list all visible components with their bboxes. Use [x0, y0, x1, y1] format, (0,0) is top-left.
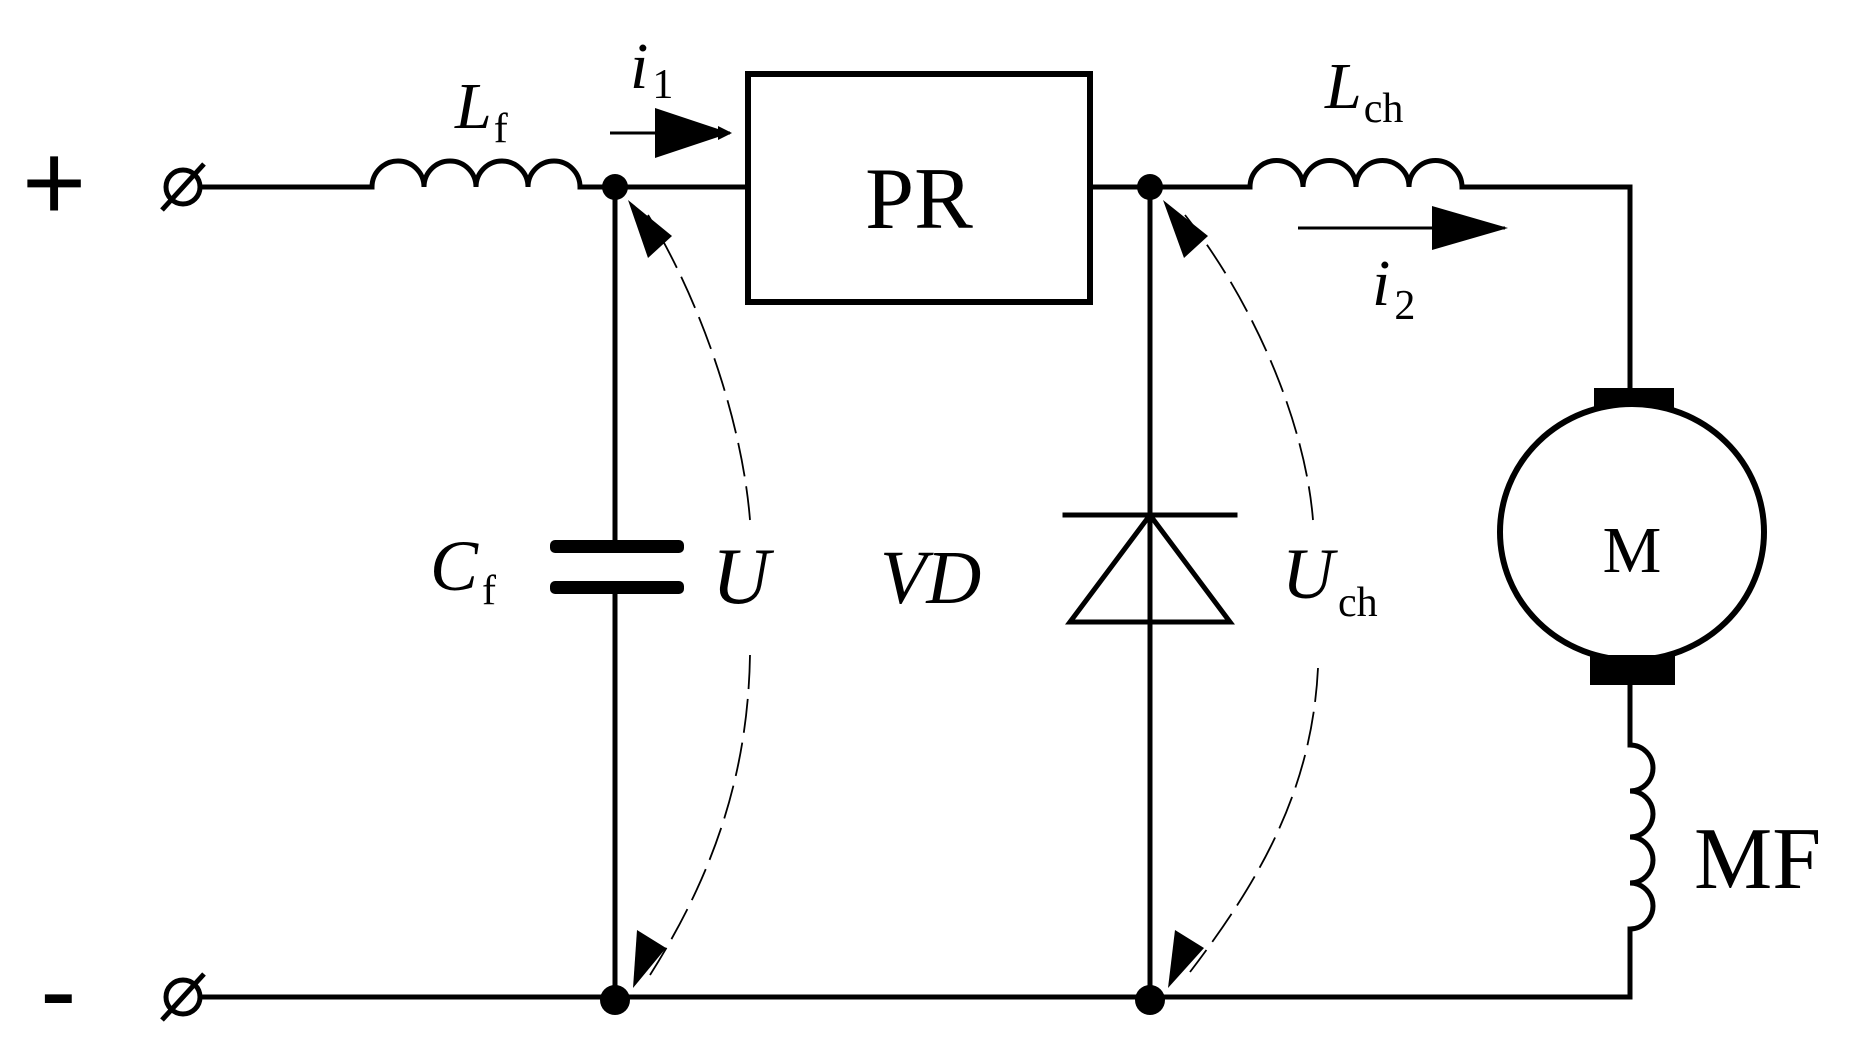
voltage-uch-label: Uch: [1282, 534, 1378, 626]
current-i2-arrowhead: [1432, 206, 1508, 250]
voltage-uch-upper-arrowhead: [1163, 200, 1208, 258]
choke-coil: [1247, 158, 1465, 190]
negative-terminal-sign: -: [40, 929, 77, 1043]
voltage-u-upper-arrowhead: [628, 200, 672, 258]
voltage-uch-lower-arrowhead: [1168, 930, 1204, 988]
junction-node: [1137, 174, 1163, 200]
voltage-uch-upper-arc: [1184, 214, 1314, 521]
capacitor-plate-top: [550, 540, 684, 553]
field-winding-label: MF: [1694, 811, 1821, 908]
current-i1-label: i1: [630, 30, 673, 108]
choke-label: Lch: [1324, 50, 1403, 132]
capacitor-plate-bottom: [550, 581, 684, 594]
voltage-u-lower-arc: [649, 654, 751, 976]
filter-inductor-coil: [369, 158, 583, 190]
current-i1-arrowhead: [655, 108, 730, 158]
bottom-rail-wire: [197, 927, 1633, 1000]
diode-label: VD: [880, 536, 981, 620]
voltage-u-upper-arc: [647, 214, 751, 521]
motor-bottom-brush: [1590, 655, 1675, 685]
regulator-box: [745, 71, 1093, 305]
top-wire-to-motor: [1459, 184, 1633, 398]
filter-inductor-label: Lf: [454, 70, 508, 152]
junction-node: [1135, 985, 1165, 1015]
voltage-u-lower-arrowhead: [633, 930, 666, 988]
voltage-u-label: U: [712, 533, 775, 621]
junction-node: [600, 985, 630, 1015]
junction-node: [602, 174, 628, 200]
current-i2-label: i2: [1372, 247, 1415, 329]
positive-terminal-sign: +: [22, 121, 86, 244]
voltage-uch-lower-arc: [1189, 667, 1319, 973]
motor-label: M: [1603, 514, 1662, 587]
filter-capacitor-label: Cf: [430, 526, 496, 614]
field-winding-coil: [1627, 742, 1656, 932]
regulator-label: PR: [865, 151, 973, 248]
